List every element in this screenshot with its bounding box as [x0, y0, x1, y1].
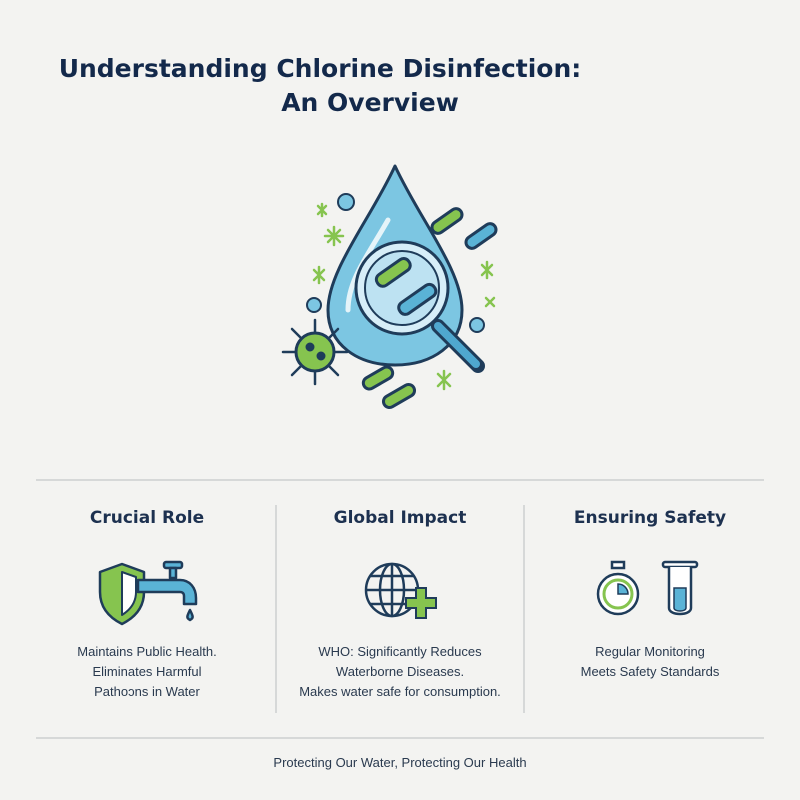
panel-line: Maintains Public Health.: [77, 644, 217, 659]
panel-heading: Global Impact: [333, 508, 467, 528]
magnifying-glass-icon: [354, 240, 485, 373]
panel-line: Pathoᴐns in Water: [94, 684, 200, 699]
title-line-2: An Overview: [281, 88, 459, 117]
panel-line: Makes water safe for consumption.: [299, 684, 501, 699]
panel-line: Waterborne Diseases.: [335, 664, 465, 679]
column-divider-1: [275, 505, 277, 713]
globe-plus-icon: [364, 562, 437, 619]
panel-heading: Ensuring Safety: [573, 508, 727, 528]
faucet-icon: [136, 560, 198, 622]
panel-line: Regular Monitoring: [595, 644, 705, 659]
top-divider: [36, 479, 764, 481]
virus-icon: [281, 318, 349, 386]
bacteria-icon: [361, 207, 498, 409]
panel-ensuring-safety: Ensuring Safety Regular Monitoring Meets…: [535, 508, 765, 682]
shield-icon: [98, 562, 146, 626]
panel-line: Eliminates Harmful: [92, 664, 202, 679]
shield-faucet-icons: [98, 560, 198, 626]
stopwatch-icon: [596, 560, 640, 616]
panel-line: WHO: Significantly Reduces: [318, 644, 482, 659]
panel-crucial-role: Crucial Role Maintains Public Health. El…: [32, 508, 262, 702]
panel-global-impact: Global Impact WHO: Significantly Reduces…: [285, 508, 515, 702]
bottom-divider: [36, 737, 764, 739]
safety-icons: [596, 560, 699, 616]
hero-illustration: [281, 164, 498, 409]
footer-tagline: Protecting Our Water, Protecting Our Hea…: [273, 755, 527, 770]
panel-heading: Crucial Role: [89, 508, 205, 528]
page-title: Understanding Chlorine Disinfection: An …: [0, 52, 640, 120]
test-tube-icon: [661, 560, 699, 616]
title-line-1: Understanding Chlorine Disinfection:: [58, 54, 582, 83]
panel-line: Meets Safety Standards: [580, 664, 720, 679]
column-divider-2: [523, 505, 525, 713]
